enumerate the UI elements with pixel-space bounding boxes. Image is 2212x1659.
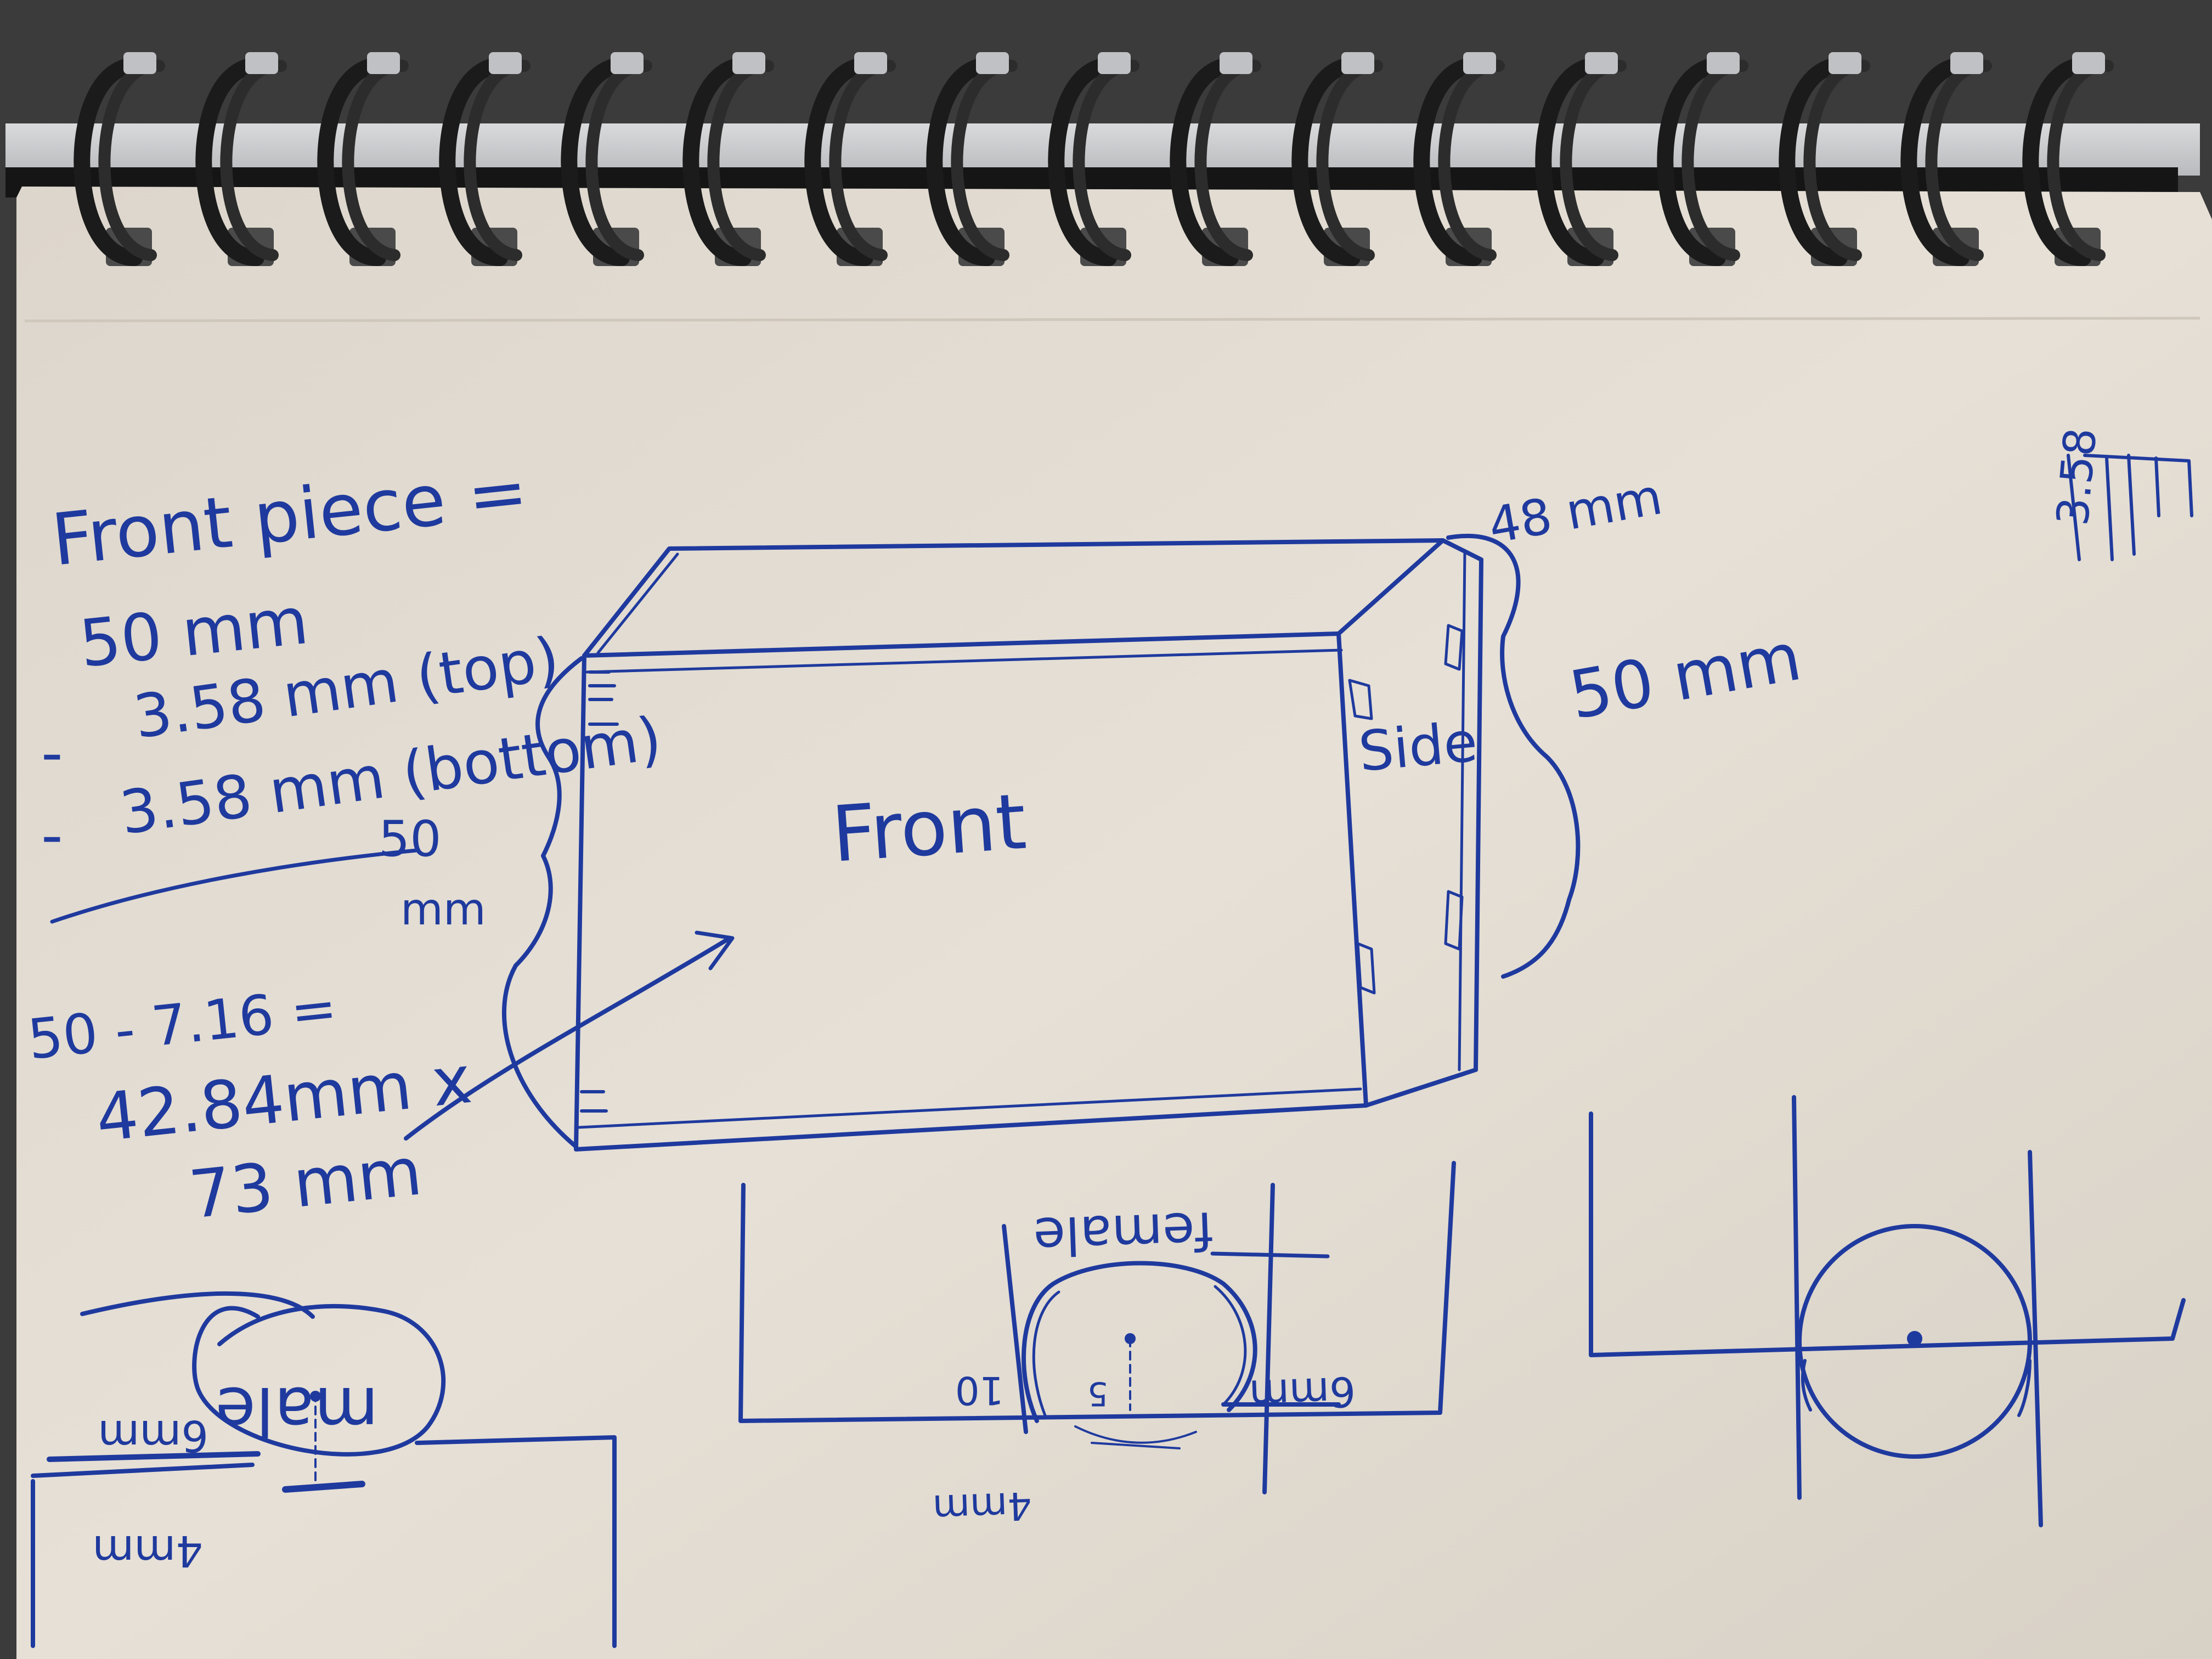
- male-dim-a: 6mm: [98, 1410, 208, 1460]
- coil-top-hole: [367, 52, 400, 74]
- box-side-face: [1364, 538, 1483, 1108]
- notes-sum-unit: mm: [400, 884, 486, 935]
- coil-top-hole: [1220, 52, 1252, 74]
- female-dim-a: 10: [955, 1368, 1004, 1413]
- box-front-inner-top: [585, 648, 1343, 674]
- coil-top-hole: [123, 52, 156, 74]
- front-label: Front: [829, 777, 1029, 880]
- coil-top-hole: [854, 52, 887, 74]
- box-front-inner-bottom: [577, 1087, 1362, 1129]
- coil-ring: [1779, 57, 1856, 266]
- coil-top-hole: [2072, 52, 2105, 74]
- coil-ring: [1657, 57, 1734, 266]
- coil-ring: [74, 57, 151, 266]
- right-bracket: [1446, 533, 1581, 979]
- coil-top-hole: [1707, 52, 1740, 74]
- coil-ring: [1170, 57, 1247, 266]
- coil-ring: [804, 57, 882, 266]
- coil-top-hole: [1463, 52, 1496, 74]
- male-joint: [31, 1291, 446, 1648]
- coil-ring: [1048, 57, 1125, 266]
- female-dim-d: 5: [1087, 1374, 1108, 1413]
- notes-minus-2: -: [41, 800, 63, 870]
- female-dim-c: 4mm: [932, 1483, 1033, 1531]
- coil-top-hole: [732, 52, 765, 74]
- male-dim-b: 4mm: [92, 1526, 203, 1575]
- pointer-arrow: [404, 936, 732, 1141]
- coil-top-hole: [1341, 52, 1374, 74]
- paper-sheet: [16, 187, 2212, 1659]
- perforation-line: [24, 317, 2200, 323]
- coil-ring: [1413, 57, 1491, 266]
- side-label: Side: [1356, 710, 1480, 784]
- female-dim-b: 6mm: [1249, 1367, 1357, 1419]
- notes-sum-value: 50: [379, 810, 442, 868]
- coil-ring: [195, 57, 273, 266]
- coil-top-hole: [245, 52, 278, 74]
- notes-minus-1: -: [41, 718, 63, 788]
- coil-top-hole: [1098, 52, 1131, 74]
- coil-ring: [1900, 57, 1978, 266]
- page-stack: [5, 123, 2200, 176]
- coil-ring: [2022, 57, 2100, 266]
- box-top-face: [582, 538, 1445, 658]
- circle-frame: [1589, 1095, 2186, 1527]
- coil-top-hole: [489, 52, 522, 74]
- male-label: male: [215, 1372, 379, 1448]
- coil-top-hole: [611, 52, 644, 74]
- coil-top-hole: [1829, 52, 1861, 74]
- coil-ring: [926, 57, 1003, 266]
- female-joint-frame: [738, 1161, 1456, 1423]
- coil-ring: [561, 57, 638, 266]
- coil-ring: [1535, 57, 1612, 266]
- female-label: female: [1032, 1200, 1214, 1266]
- circle-shape: [1797, 1224, 2032, 1459]
- coil-ring: [682, 57, 760, 266]
- coil-ring: [1291, 57, 1369, 266]
- coil-ring: [439, 57, 516, 266]
- ink-drawing: [31, 454, 2193, 1648]
- female-joint-slot: [1022, 1261, 1257, 1423]
- coil-top-hole: [976, 52, 1009, 74]
- spiral-binding: [74, 52, 2114, 266]
- coil-ring: [317, 57, 394, 266]
- coil-top-hole: [1950, 52, 1983, 74]
- corner-scribble: 3.58: [2047, 426, 2106, 528]
- left-bracket: [501, 656, 584, 1149]
- coil-top-hole: [1585, 52, 1618, 74]
